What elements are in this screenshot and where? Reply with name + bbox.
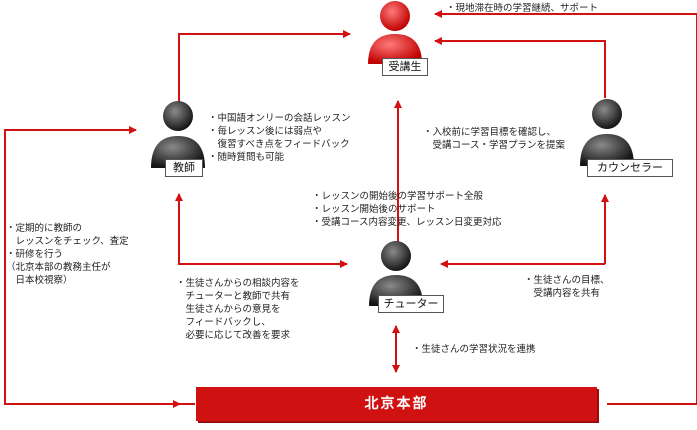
note-line: ・随時質問も可能 [208,152,285,163]
note-line: ・生徒さんからの相談内容を [176,278,300,289]
counselor-node: カウンセラー [577,98,697,178]
note-line: ・研修を行う [6,249,64,260]
student-label: 受講生 [382,58,428,76]
note-tutor-teacher: ・生徒さんからの相談内容を チューターと教師で共有 生徒さんからの意見を フィー… [176,277,300,342]
note-line: ・入校前に学習目標を確認し、 [423,127,557,138]
note-line: 必要に応じて改善を要求 [176,330,291,341]
counselor-person-icon [580,99,634,166]
note-hq-tutor: ・生徒さんの学習状況を連携 [412,343,536,356]
teacher-label: 教師 [165,159,203,177]
note-left: ・定期的に教師の レッスンをチェック、査定 ・研修を行う （北京本部の教務主任が… [6,222,129,287]
note-top-right: ・現地滞在時の学習継続、サポート [446,2,598,15]
tutor-label: チューター [378,295,444,313]
arrow-counselor-to-student [434,37,606,98]
note-line: チューターと教師で共有 [176,291,291,302]
note-line: ・受講コース内容変更、レッスン日変更対応 [312,217,502,228]
arrow-hq-to-student [434,10,697,405]
note-line: 受講コース・学習プランを提案 [423,140,566,151]
student-node: 受講生 [365,0,435,76]
note-line: ・中国語オンリーの会話レッスン [208,113,351,124]
note-line: ・生徒さんの学習状況を連携 [412,344,536,355]
note-tutor: ・レッスンの開始後の学習サポート全般 ・レッスン開始後のサポート ・受講コース内… [312,190,502,229]
note-line: ・生徒さんの目標、 [524,275,610,286]
note-line: ・現地滞在時の学習継続、サポート [446,3,599,14]
note-line: （北京本部の教務主任が [6,262,111,273]
note-line: 復習すべき点をフィードバック [208,139,350,150]
note-line: 生徒さんからの意見を [176,304,281,315]
student-person-icon [368,1,422,64]
counselor-label: カウンセラー [587,159,673,177]
note-counselor: ・入校前に学習目標を確認し、 受講コース・学習プランを提案 [423,126,565,152]
note-line: ・レッスンの開始後の学習サポート全般 [312,191,484,202]
note-teacher: ・中国語オンリーの会話レッスン ・毎レッスン後には弱点や 復習すべき点をフィード… [208,112,351,164]
note-counselor-tutor: ・生徒さんの目標、 受講内容を共有 [524,274,610,300]
teacher-node: 教師 [148,100,218,180]
note-line: ・レッスン開始後のサポート [312,204,436,215]
note-line: 日本校視察） [6,275,73,286]
note-line: レッスンをチェック、査定 [6,236,129,247]
note-line: 受講内容を共有 [524,288,601,299]
note-line: ・定期的に教師の [6,223,83,234]
arrow-teacher-to-student [178,30,351,102]
tutor-node: チューター [366,240,456,320]
note-line: フィードバックし、 [176,317,271,328]
headquarters-bar: 北京本部 [196,387,597,421]
arrow-teacher-to-tutor [178,248,348,268]
note-line: ・毎レッスン後には弱点や [208,126,323,137]
